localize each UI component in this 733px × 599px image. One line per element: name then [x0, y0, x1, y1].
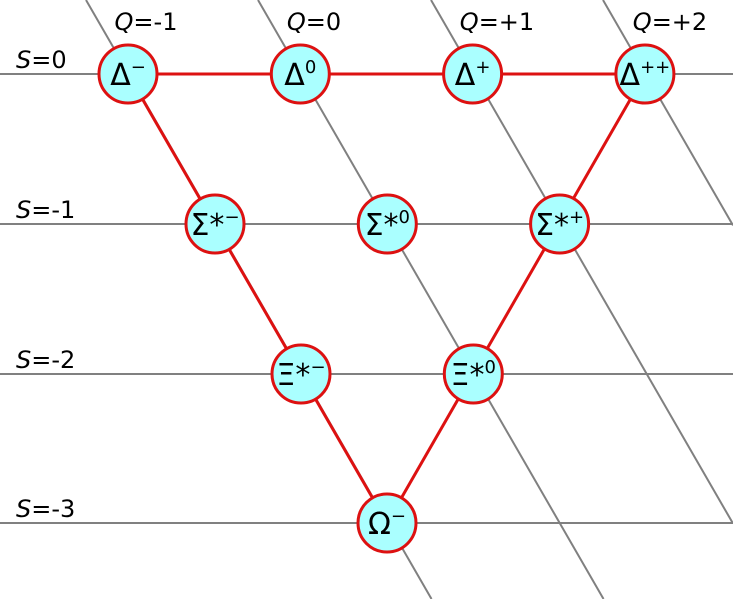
- particle-circle: [442, 43, 504, 105]
- strangeness-label-0: S=0: [16, 46, 67, 74]
- charge-label-value: =+2: [652, 8, 708, 36]
- particle-circle: [269, 43, 331, 105]
- particle-symbol: Δ: [620, 58, 641, 93]
- particle-label: Ω−: [368, 506, 406, 542]
- particle-label: Δ0: [284, 57, 316, 93]
- particle-circle: [614, 43, 676, 105]
- particle-label: Δ−: [110, 57, 146, 93]
- strangeness-label-value: =-1: [31, 196, 75, 224]
- particle-delta-plus-plus: Δ++: [614, 43, 676, 105]
- particle-circle: [356, 193, 418, 255]
- charge-label-value: =+1: [479, 8, 535, 36]
- particle-charge-superscript: −: [131, 57, 146, 78]
- particle-symbol: Σ*: [535, 208, 569, 243]
- particle-circle: [442, 343, 504, 405]
- particle-charge-superscript: +: [475, 57, 490, 78]
- charge-label-value: =-1: [133, 8, 177, 36]
- particle-sigma-star-zero: Σ*0: [356, 193, 418, 255]
- charge-label-value: =0: [306, 8, 341, 36]
- particle-charge-superscript: 0: [305, 57, 316, 78]
- particle-charge-superscript: +: [569, 207, 584, 228]
- strangeness-label-var: S: [16, 495, 31, 523]
- strangeness-label-1: S=-1: [16, 196, 75, 224]
- particle-charge-superscript: 0: [399, 207, 410, 228]
- triangle-edges: [126, 72, 647, 524]
- charge-label-var: Q: [115, 8, 134, 36]
- strangeness-label-var: S: [16, 196, 31, 224]
- particle-symbol: Δ: [110, 58, 131, 93]
- charge-label-var: Q: [633, 8, 652, 36]
- charge-line-3: [602, 0, 733, 226]
- particle-omega-minus: Ω−: [356, 492, 418, 554]
- particle-xi-star-minus: Ξ*−: [270, 343, 332, 405]
- particle-xi-star-zero: Ξ*0: [442, 343, 504, 405]
- particle-label: Δ+: [455, 57, 491, 93]
- particle-sigma-star-minus: Σ*−: [184, 193, 246, 255]
- particle-label: Σ*+: [535, 207, 584, 243]
- edge-right: [385, 73, 647, 524]
- particle-delta-zero: Δ0: [269, 43, 331, 105]
- particle-symbol: Ξ*: [276, 358, 310, 393]
- particle-symbol: Δ: [455, 58, 476, 93]
- strangeness-label-value: =-2: [31, 346, 75, 374]
- particle-delta-minus: Δ−: [97, 43, 159, 105]
- strangeness-label-2: S=-2: [16, 346, 75, 374]
- strangeness-label-value: =0: [31, 46, 66, 74]
- particle-label: Σ*0: [365, 207, 410, 243]
- strangeness-label-var: S: [16, 346, 31, 374]
- particle-charge-superscript: −: [224, 207, 239, 228]
- particle-circle: [270, 343, 332, 405]
- charge-label-var: Q: [460, 8, 479, 36]
- edge-left: [126, 73, 389, 524]
- charge-label-0: Q=-1: [115, 8, 178, 36]
- particle-symbol: Δ: [284, 58, 305, 93]
- particle-circle: [97, 43, 159, 105]
- strangeness-label-value: =-3: [31, 495, 75, 523]
- particle-label: Ξ*0: [451, 357, 496, 393]
- strangeness-label-3: S=-3: [16, 495, 75, 523]
- particle-label: Σ*−: [190, 207, 239, 243]
- particle-label: Δ++: [620, 57, 671, 93]
- particle-charge-superscript: 0: [485, 357, 496, 378]
- charge-label-2: Q=+1: [460, 8, 534, 36]
- particle-circle: [356, 492, 418, 554]
- charge-label-3: Q=+2: [633, 8, 707, 36]
- particle-sigma-star-plus: Σ*+: [529, 193, 591, 255]
- particle-label: Ξ*−: [276, 357, 325, 393]
- particle-charge-superscript: −: [310, 357, 325, 378]
- charge-label-1: Q=0: [287, 8, 341, 36]
- particle-delta-plus: Δ+: [442, 43, 504, 105]
- charge-label-var: Q: [287, 8, 306, 36]
- particle-symbol: Σ*: [365, 208, 399, 243]
- particle-symbol: Σ*: [190, 208, 224, 243]
- particle-charge-superscript: ++: [640, 57, 670, 78]
- strangeness-label-var: S: [16, 46, 31, 74]
- particle-circle: [529, 193, 591, 255]
- particle-charge-superscript: −: [391, 506, 406, 527]
- particle-symbol: Ω: [368, 507, 391, 542]
- particle-circle: [184, 193, 246, 255]
- particle-symbol: Ξ*: [451, 358, 485, 393]
